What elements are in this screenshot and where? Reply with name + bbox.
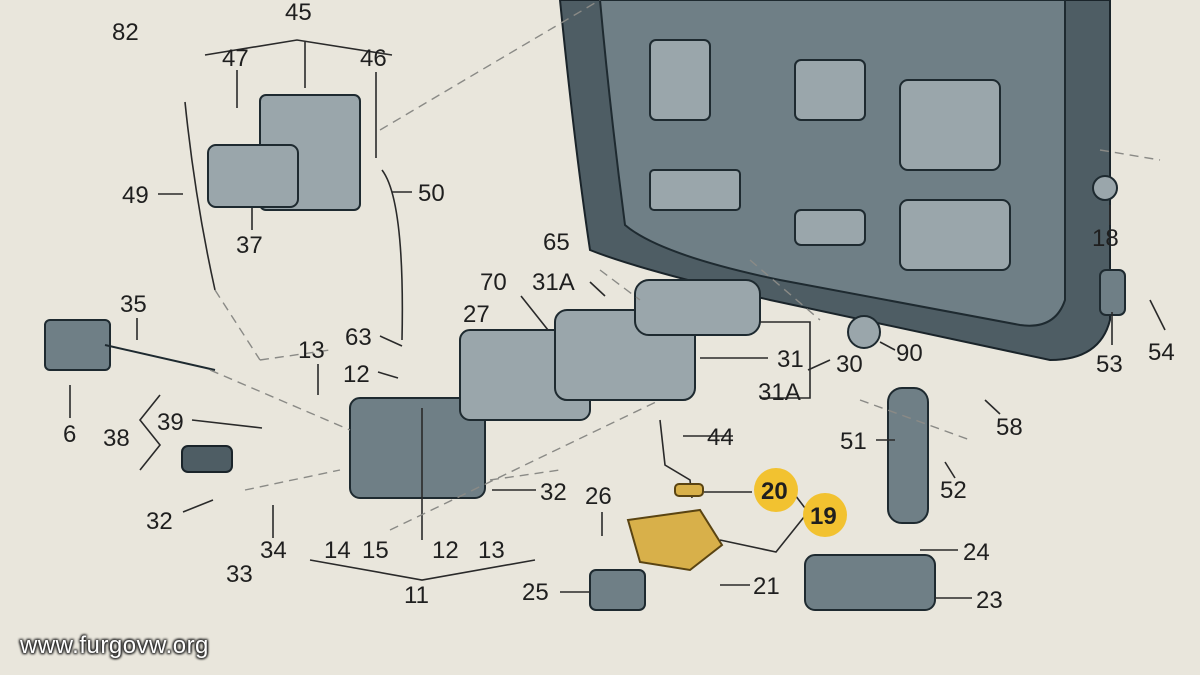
label-53: 53 xyxy=(1096,351,1123,378)
highlight-marker-19 xyxy=(803,493,847,537)
label-11: 11 xyxy=(404,582,429,609)
label-31a-top: 31A xyxy=(532,269,575,296)
label-21: 21 xyxy=(753,573,780,600)
cylinder-39 xyxy=(181,445,233,473)
label-45: 45 xyxy=(285,0,312,26)
gasket-37 xyxy=(207,144,299,208)
label-12-lower: 12 xyxy=(432,537,459,564)
label-50: 50 xyxy=(418,180,445,207)
label-20: 20 xyxy=(761,478,788,505)
tailgate-door-panel xyxy=(558,0,1111,362)
label-90: 90 xyxy=(896,340,923,367)
label-47: 47 xyxy=(222,45,249,72)
rod-35 xyxy=(104,344,216,371)
label-23: 23 xyxy=(976,587,1003,614)
label-25: 25 xyxy=(522,579,549,606)
label-14: 14 xyxy=(324,537,351,564)
motor-23 xyxy=(804,554,936,611)
label-44: 44 xyxy=(707,424,734,451)
label-31: 31 xyxy=(777,346,804,373)
label-51: 51 xyxy=(840,428,867,455)
latch-19 xyxy=(626,508,724,572)
label-52: 52 xyxy=(940,477,967,504)
label-70: 70 xyxy=(480,269,507,296)
label-26: 26 xyxy=(585,483,612,510)
label-37: 37 xyxy=(236,232,263,259)
actuator-35 xyxy=(44,319,111,371)
bracket-25 xyxy=(589,569,646,611)
bolt-18 xyxy=(1092,175,1118,201)
label-19: 19 xyxy=(810,503,837,530)
handle-30 xyxy=(634,279,761,336)
label-34: 34 xyxy=(260,537,287,564)
assembly-dash-lines xyxy=(209,0,1161,531)
label-18: 18 xyxy=(1092,225,1119,252)
highlight-marker-20 xyxy=(754,468,798,512)
pin-20 xyxy=(674,483,704,497)
label-39: 39 xyxy=(157,409,184,436)
label-46: 46 xyxy=(360,45,387,72)
watermark-text: www.furgovw.org xyxy=(20,632,209,659)
label-13: 13 xyxy=(298,337,325,364)
leader-lines xyxy=(69,39,1166,599)
label-27: 27 xyxy=(463,301,490,328)
label-15: 15 xyxy=(362,537,389,564)
label-30: 30 xyxy=(836,351,863,378)
label-38: 38 xyxy=(103,425,130,452)
label-32-right: 32 xyxy=(540,479,567,506)
label-12: 12 xyxy=(343,361,370,388)
cap-90 xyxy=(847,315,881,349)
label-82: 82 xyxy=(112,19,139,46)
rod-49 xyxy=(184,101,216,291)
wire-51 xyxy=(887,387,929,524)
label-13-lower: 13 xyxy=(478,537,505,564)
label-32: 32 xyxy=(146,508,173,535)
label-31a-bottom: 31A xyxy=(758,379,801,406)
label-6: 6 xyxy=(63,421,76,448)
label-63: 63 xyxy=(345,324,372,351)
label-54: 54 xyxy=(1148,339,1175,366)
label-33: 33 xyxy=(226,561,253,588)
label-58: 58 xyxy=(996,414,1023,441)
label-35: 35 xyxy=(120,291,147,318)
label-24: 24 xyxy=(963,539,990,566)
label-65: 65 xyxy=(543,229,570,256)
lock-housing-11 xyxy=(349,397,486,499)
label-49: 49 xyxy=(122,182,149,209)
rod-50 xyxy=(381,169,404,341)
hinge-53 xyxy=(1099,269,1126,316)
